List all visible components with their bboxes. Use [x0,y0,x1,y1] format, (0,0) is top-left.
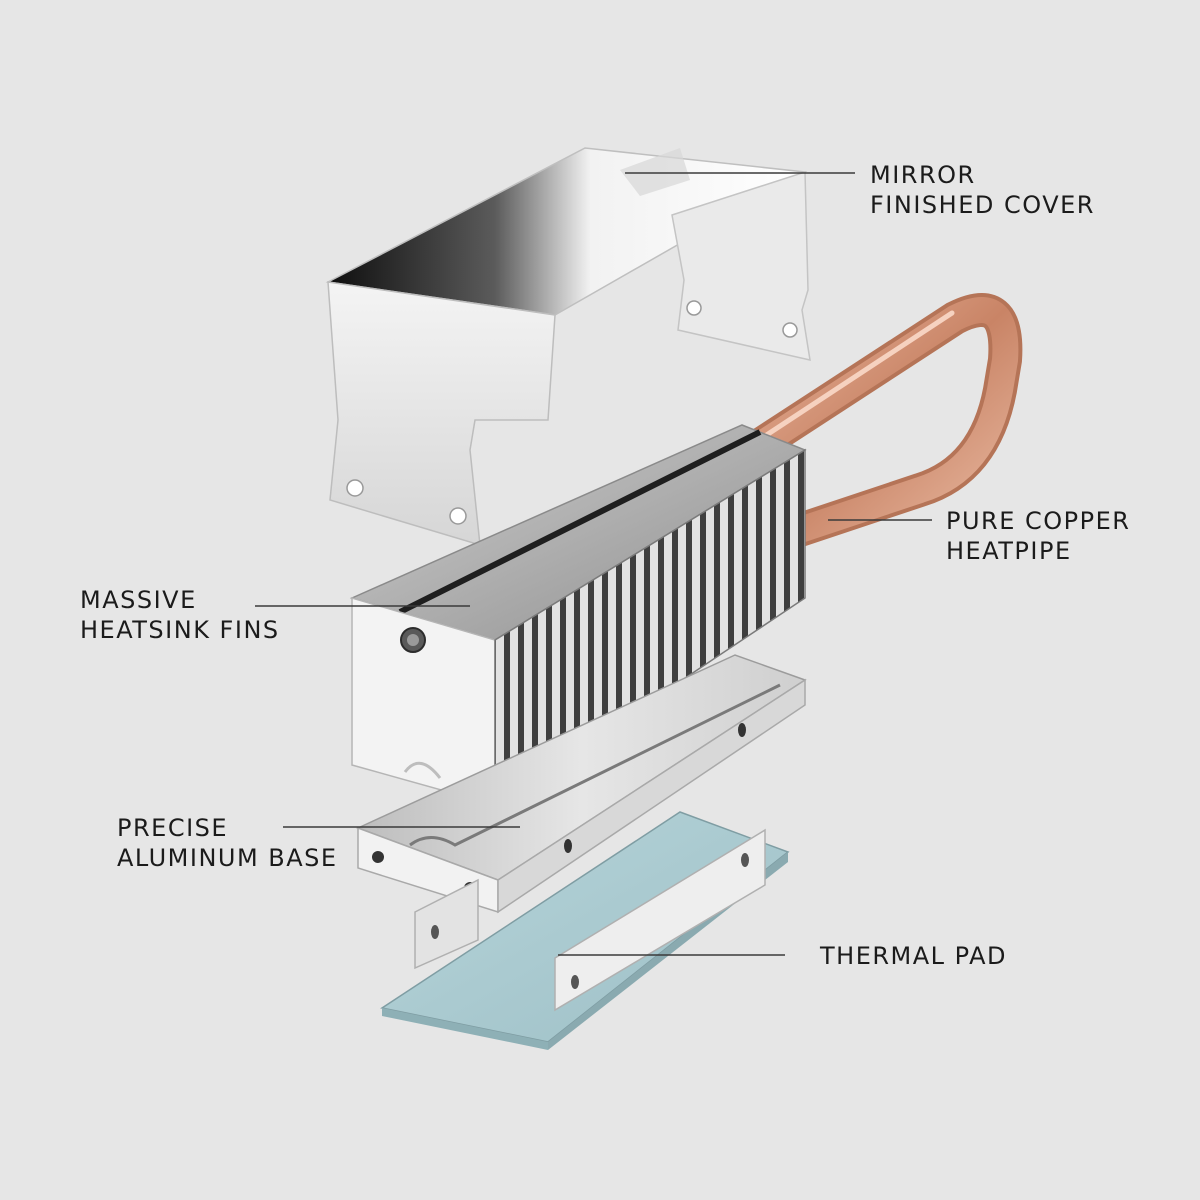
label-mirror-finished-cover: MIRROR FINISHED COVER [870,160,1095,220]
label-pure-copper-heatpipe: PURE COPPER HEATPIPE [946,506,1130,566]
label-line: FINISHED COVER [870,191,1095,219]
leader-lines [255,172,932,956]
aluminum-base [356,654,807,914]
label-line: PURE COPPER [946,507,1131,535]
label-line: PRECISE [117,814,229,842]
label-precise-aluminum-base: PRECISE ALUMINUM BASE [117,813,338,873]
label-line: HEATSINK FINS [80,616,280,644]
label-line: THERMAL PAD [820,942,1008,970]
label-thermal-pad: THERMAL PAD [820,941,1007,971]
label-line: MIRROR [870,161,976,189]
label-line: MASSIVE [80,586,197,614]
heatsink-fins [349,424,807,807]
label-line: HEATPIPE [946,537,1072,565]
mirror-cover [325,147,811,547]
copper-heatpipe [743,293,1023,547]
label-massive-heatsink-fins: MASSIVE HEATSINK FINS [80,585,280,645]
thermal-pad [380,811,790,1050]
label-line: ALUMINUM BASE [117,844,338,872]
